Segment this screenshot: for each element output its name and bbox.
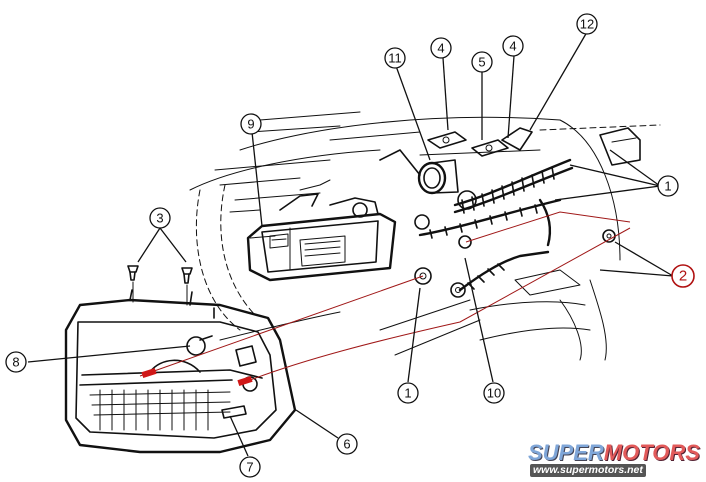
callout-8: 8: [5, 351, 27, 373]
svg-text:6: 6: [343, 437, 350, 452]
callout-1-right: 1: [657, 175, 679, 197]
callout-11: 11: [384, 47, 406, 69]
svg-text:9: 9: [247, 117, 254, 132]
supermotors-watermark: SUPERMOTORS www.supermotors.net: [528, 442, 706, 482]
callout-4-right: 4: [502, 35, 524, 57]
wiring-harness: [418, 127, 641, 292]
svg-text:10: 10: [487, 386, 501, 401]
headlamp-assembly: [246, 193, 397, 282]
svg-text:2: 2: [679, 268, 687, 285]
watermark-url: www.supermotors.net: [530, 464, 646, 477]
callout-4-left: 4: [430, 37, 452, 59]
corner-lamp-lens: [64, 289, 297, 454]
callout-3: 3: [149, 207, 171, 229]
svg-text:1: 1: [404, 386, 411, 401]
bulb-socket: [417, 159, 459, 195]
mounting-plates: [419, 127, 541, 157]
callout-7: 7: [239, 456, 261, 478]
svg-text:7: 7: [246, 460, 253, 475]
callout-1-bottom: 1: [397, 382, 419, 404]
callout-leader-lines: [27, 31, 674, 457]
callout-12: 12: [576, 13, 598, 35]
svg-text:1: 1: [664, 179, 671, 194]
callout-9: 9: [240, 113, 262, 135]
svg-text:3: 3: [156, 211, 163, 226]
watermark-brand: SUPERMOTORS: [528, 442, 700, 464]
svg-text:5: 5: [478, 55, 485, 70]
svg-text:8: 8: [12, 355, 19, 370]
watermark-brand-part2: MOTORS: [603, 440, 700, 465]
callout-6: 6: [336, 433, 358, 455]
alignment-guide-lines: [139, 211, 631, 387]
svg-text:12: 12: [580, 17, 594, 32]
vehicle-body-outline: [189, 111, 661, 361]
callout-5: 5: [471, 51, 493, 73]
callout-2: 2: [671, 264, 695, 288]
screws: [127, 265, 193, 306]
svg-text:4: 4: [437, 41, 444, 56]
watermark-brand-part1: SUPER: [528, 440, 604, 465]
svg-text:11: 11: [388, 51, 402, 66]
svg-text:4: 4: [509, 39, 516, 54]
callout-10: 10: [483, 382, 505, 404]
